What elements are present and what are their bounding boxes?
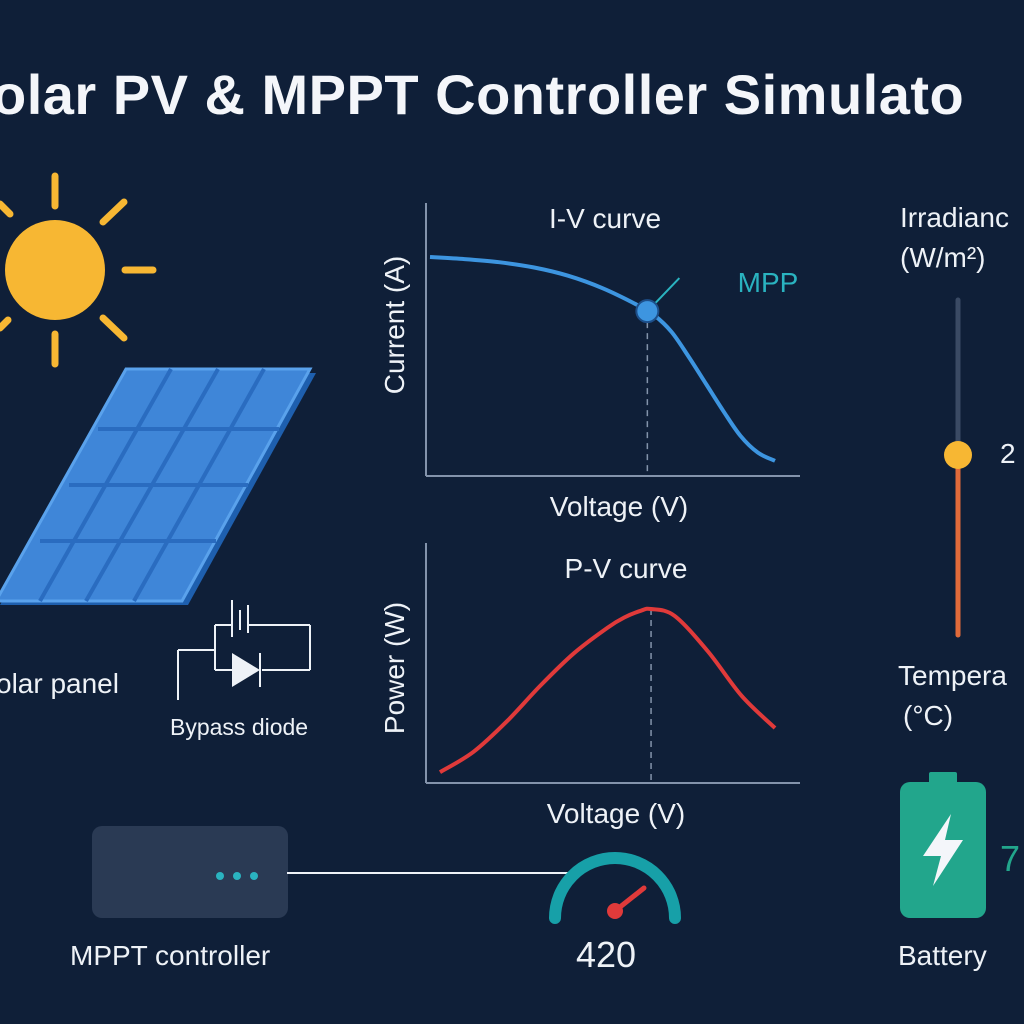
- pv-x-axis-label: Voltage (V): [547, 798, 686, 829]
- iv-chart-title: I-V curve: [549, 203, 661, 234]
- temperature-unit: (°C): [903, 700, 954, 731]
- irradiance-slider[interactable]: [930, 295, 990, 640]
- temperature-label: Tempera: [898, 660, 1007, 691]
- pv-chart: P-V curve Power (W) Voltage (V): [379, 543, 800, 829]
- pv-y-axis-label: Power (W): [379, 602, 410, 734]
- battery-icon: [900, 772, 986, 918]
- connection-wire: [287, 872, 571, 874]
- mpp-marker: [635, 299, 660, 324]
- irradiance-label: Irradianc: [900, 202, 1009, 233]
- pv-curve-line: [438, 606, 777, 774]
- solar-panel-graphic: [0, 367, 316, 605]
- status-dots-icon: [216, 856, 276, 896]
- iv-curve-line: [429, 255, 776, 463]
- sun-icon: [0, 172, 157, 368]
- irradiance-value: 2: [1000, 438, 1016, 469]
- bypass-diode-icon: [177, 600, 311, 700]
- battery-label: Battery: [898, 940, 987, 971]
- solar-panel-label: olar panel: [0, 668, 119, 699]
- iv-y-axis-label: Current (A): [379, 256, 410, 394]
- app-title: olar PV & MPPT Controller Simulato: [0, 63, 965, 126]
- iv-x-axis-label: Voltage (V): [550, 491, 689, 522]
- irradiance-unit: (W/m²): [900, 242, 986, 273]
- slider-thumb[interactable]: [944, 441, 972, 469]
- bypass-diode-label: Bypass diode: [170, 714, 309, 740]
- mpp-leader-line: [654, 277, 681, 304]
- mppt-controller-label: MPPT controller: [70, 940, 271, 971]
- mpp-annotation: MPP: [738, 267, 799, 298]
- gauge-value: 420: [576, 934, 637, 975]
- iv-chart: I-V curve MPP Current (A) Voltage (V): [379, 203, 800, 522]
- battery-value: 7: [1000, 838, 1021, 879]
- gauge-icon: [549, 852, 681, 924]
- pv-chart-title: P-V curve: [565, 553, 688, 584]
- lightning-icon: [923, 814, 963, 886]
